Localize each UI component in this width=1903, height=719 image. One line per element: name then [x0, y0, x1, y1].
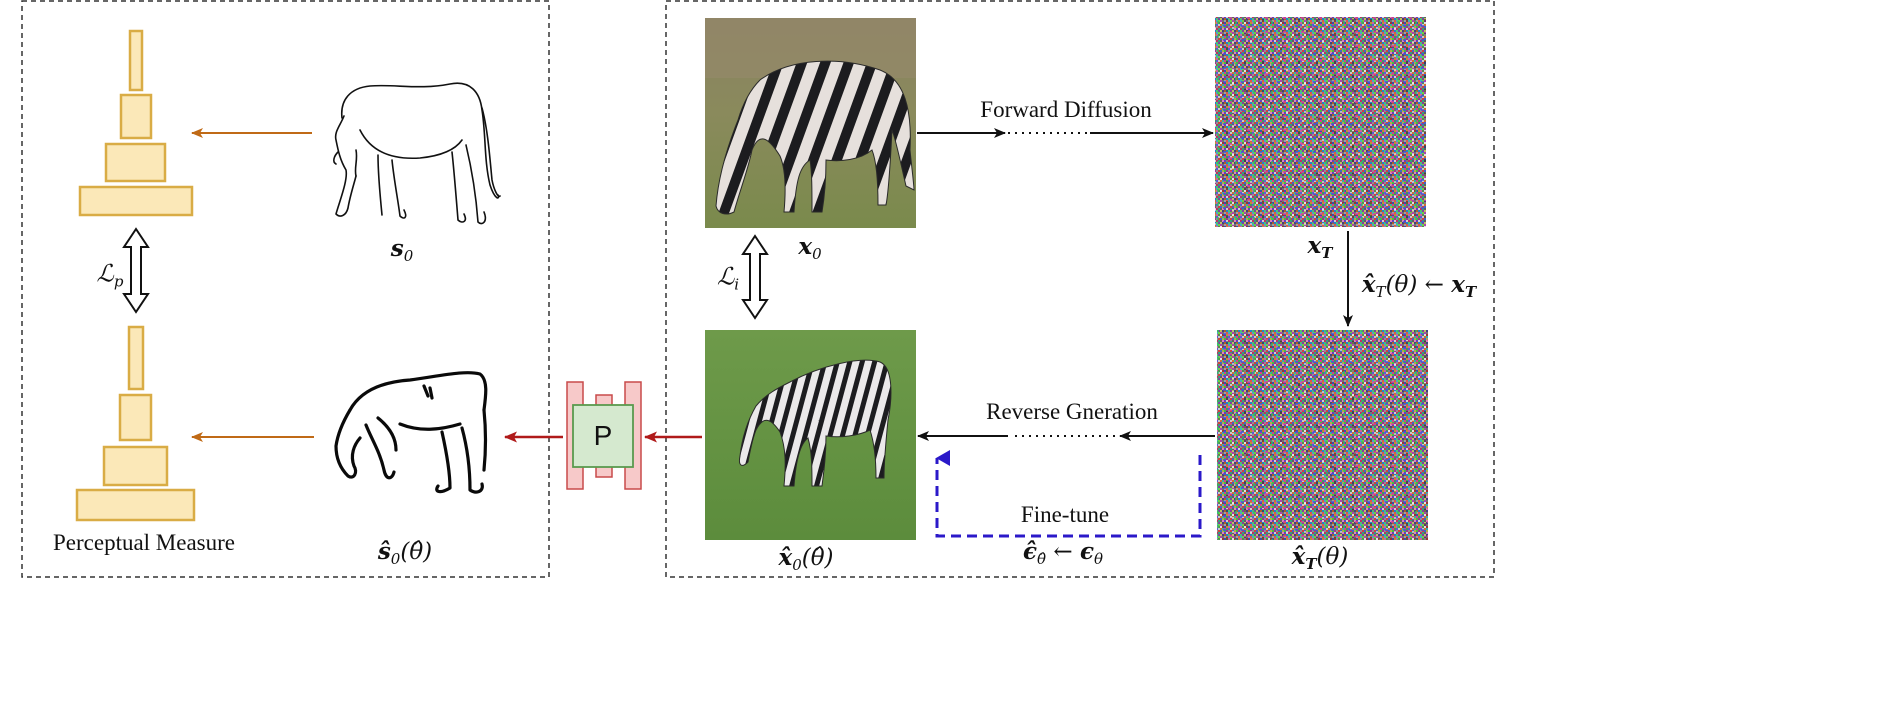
- loss-i-label: ℒi: [717, 263, 739, 294]
- loss-i-double-arrow: [741, 234, 769, 320]
- reverse-generation-label: Reverse Gneration: [986, 399, 1158, 424]
- forward-diffusion-label: Forward Diffusion: [980, 97, 1152, 122]
- loss-p-label: ℒp: [97, 260, 124, 291]
- xhat0-subscript: 0: [792, 556, 802, 574]
- noise-image-xhatT: [1217, 330, 1428, 540]
- image-x0: [705, 18, 916, 228]
- x0-symbol: x: [798, 233, 813, 260]
- assign-rhs-symbol: x: [1451, 271, 1465, 298]
- loss-p-subscript: p: [113, 272, 124, 291]
- xT-label: xT: [1308, 232, 1333, 262]
- sketch-bottom-symbol: ŝ: [377, 538, 391, 565]
- sketch-top-subscript: 0: [403, 247, 414, 265]
- eps-rhs-symbol: ϵ: [1079, 538, 1094, 565]
- xhatT-argument: (θ): [1316, 544, 1349, 570]
- image-x0-hat: [705, 330, 916, 540]
- feature-pyramid-top: [78, 29, 194, 217]
- sketch-bottom-argument: (θ̂): [400, 539, 433, 565]
- assign-lhs-symbol: x̂: [1361, 271, 1376, 298]
- loss-p-symbol: ℒ: [96, 259, 114, 288]
- left-panel-frame: [21, 0, 550, 578]
- sketch-bottom: [334, 371, 488, 494]
- eps-lhs-symbol: ϵ̂: [1023, 538, 1038, 565]
- xhat0-symbol: x̂: [778, 544, 793, 571]
- epsilon-update-label: ϵ̂θ̂ ← ϵθ: [1023, 538, 1103, 568]
- xhatT-symbol: x̂: [1291, 543, 1306, 570]
- eps-rhs-subscript: θ: [1093, 550, 1103, 568]
- loss-i-symbol: ℒ: [716, 262, 735, 291]
- xhat0-label: x̂0(θ̂): [778, 544, 833, 574]
- loss-p-double-arrow: [122, 227, 150, 314]
- sketch-bottom-label: ŝ0(θ̂): [378, 538, 432, 568]
- assign-lhs-subscript: T: [1375, 283, 1386, 301]
- sketch-top: [333, 82, 501, 225]
- noise-assignment-label: x̂T(θ) ← xT: [1362, 271, 1476, 301]
- assign-argument: (θ) ←: [1385, 272, 1444, 298]
- network-p-label: P: [593, 420, 613, 451]
- noise-image-xT: [1215, 17, 1426, 227]
- network-p-block: [566, 381, 642, 490]
- finetune-label: Fine-tune: [1020, 502, 1110, 527]
- xT-symbol: x: [1307, 232, 1322, 259]
- eps-lhs-subscript: θ̂: [1037, 550, 1047, 568]
- assign-rhs-subscript: T: [1464, 283, 1477, 301]
- perceptual-measure-caption: Perceptual Measure: [52, 530, 236, 555]
- right-panel-frame: [665, 0, 1495, 578]
- xhat0-argument: (θ̂): [801, 545, 834, 571]
- xhatT-subscript: T: [1305, 555, 1317, 573]
- eps-arrow: ←: [1053, 539, 1073, 565]
- feature-pyramid-bottom: [75, 325, 196, 522]
- sketch-top-symbol: s: [390, 235, 404, 262]
- xhatT-label: x̂T(θ): [1292, 543, 1349, 573]
- sketch-bottom-subscript: 0: [390, 550, 401, 568]
- sketch-top-label: s0: [391, 235, 414, 265]
- finetune-dashed-path: [935, 450, 1202, 538]
- xT-subscript: T: [1321, 244, 1333, 262]
- x0-label: x0: [798, 233, 821, 263]
- x0-subscript: 0: [812, 245, 822, 263]
- loss-i-subscript: i: [734, 275, 740, 294]
